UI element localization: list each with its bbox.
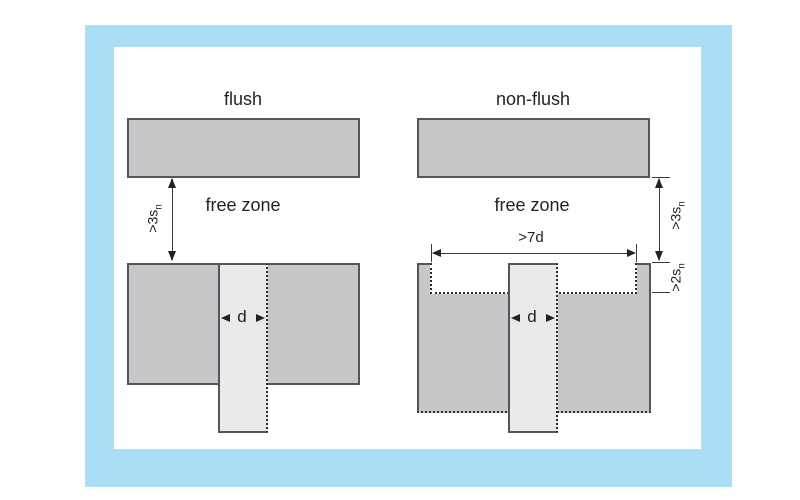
blue-frame [85,25,732,487]
arrowhead-up-icon [168,178,176,188]
non-flush-diameter-label: d [527,307,537,326]
arrowhead-right-icon [256,314,265,322]
flush-free-zone-label: free zone [205,195,281,215]
extension-line-recess-left [431,244,432,262]
arrowhead-up-icon [655,178,663,188]
extension-line-recess-right [636,244,637,262]
recess-depth-label-subscript: n [676,263,688,269]
non-flush-free-zone-label: free zone [494,195,570,215]
non-flush-clearance-label-subscript: n [676,201,688,207]
flush-diameter-label: d [237,307,247,326]
non-flush-clearance-dimension-line [659,179,660,260]
flush-clearance-label-text: >3s [144,209,161,233]
non-flush-title: non-flush [495,89,571,109]
extension-line-plate-bottom [652,177,670,178]
arrowhead-left-icon [511,314,520,322]
recess-depth-label: >2sn [667,242,688,312]
non-flush-clearance-label-text: >3s [667,206,684,230]
arrowhead-left-icon [221,314,230,322]
recess-depth-label-text: >2s [667,268,684,292]
flush-sensor-body [218,263,268,433]
arrowhead-down-icon [655,251,663,261]
recess-width-dimension-line [433,253,634,254]
arrowhead-left-icon [432,249,441,257]
flush-target-plate [127,118,360,178]
flush-clearance-dimension-line [172,179,173,260]
extension-line-recess-floor [652,292,670,293]
non-flush-clearance-label: >3sn [667,180,688,250]
flush-title: flush [223,89,263,109]
flush-clearance-label: >3sn [144,183,165,253]
arrowhead-right-icon [627,249,636,257]
extension-line-rim-top [652,262,670,263]
non-flush-sensor-body [508,263,558,433]
non-flush-target-plate [417,118,650,178]
arrowhead-right-icon [546,314,555,322]
recess-width-label: >7d [518,229,544,246]
arrowhead-down-icon [168,251,176,261]
